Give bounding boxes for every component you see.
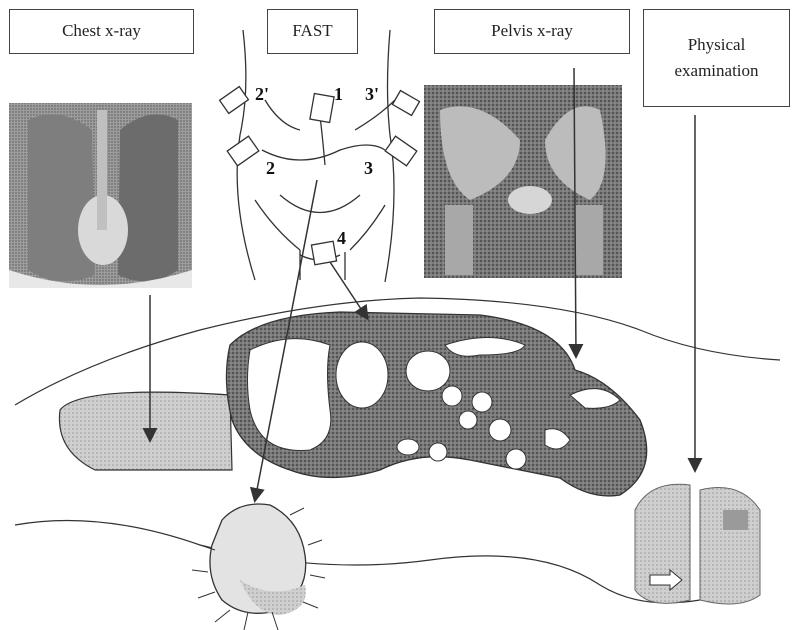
torso-cross-section bbox=[59, 312, 646, 496]
physical-examination-label: Physical examination bbox=[643, 9, 790, 107]
probe-number-3: 3 bbox=[364, 158, 373, 179]
chest-xray-image bbox=[9, 103, 192, 288]
probe-number-2-prime: 2' bbox=[255, 84, 269, 105]
pelvis-xray-image bbox=[424, 85, 622, 278]
probe-number-1: 1 bbox=[334, 84, 343, 105]
heart-pericardium-sketch bbox=[192, 504, 325, 630]
probe-number-4: 4 bbox=[337, 228, 346, 249]
pelvis-xray-label: Pelvis x-ray bbox=[434, 9, 630, 54]
lung-examination-image bbox=[635, 484, 760, 604]
probe-number-3-prime: 3' bbox=[365, 84, 379, 105]
probe-number-2: 2 bbox=[266, 158, 275, 179]
fast-label: FAST bbox=[267, 9, 358, 54]
chest-xray-label: Chest x-ray bbox=[9, 9, 194, 54]
ultrasound-probes bbox=[220, 87, 420, 265]
